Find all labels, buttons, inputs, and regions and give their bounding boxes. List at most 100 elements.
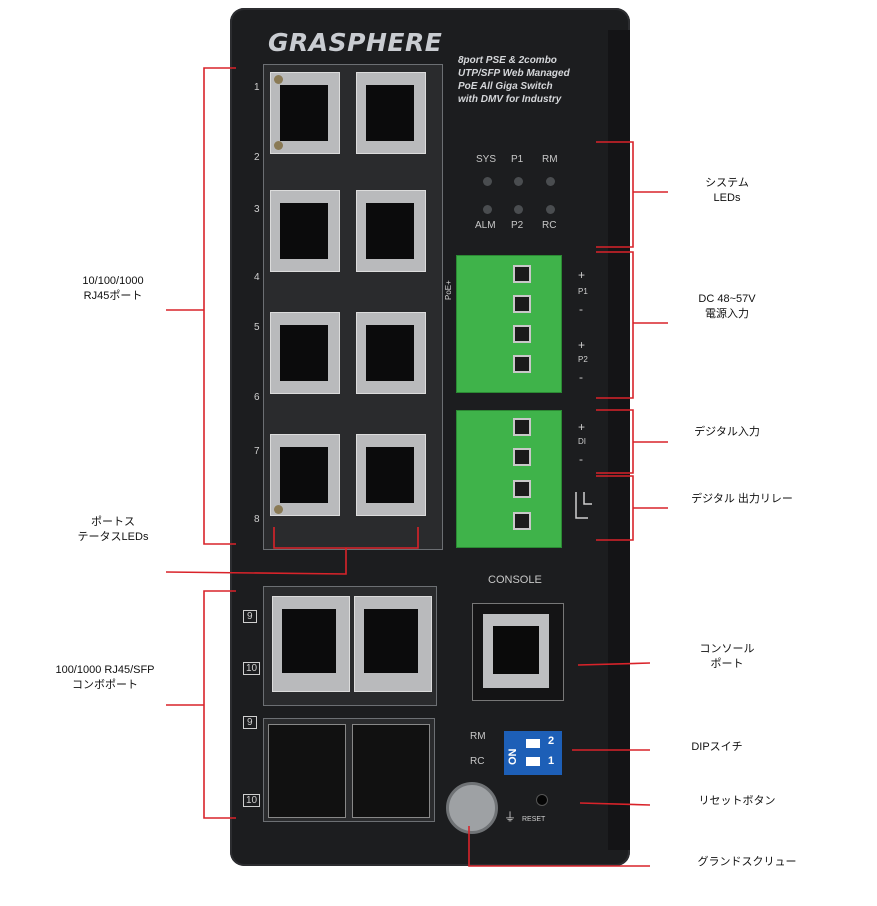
led-label-rc: RC (542, 220, 557, 231)
rm-led (546, 177, 555, 186)
ground-icon: ⏚ (504, 810, 517, 824)
terminal-screw (513, 325, 531, 343)
callout-reset-button: リセットボタン (698, 795, 776, 807)
callout-line-1: システム (705, 177, 749, 189)
ground-screw[interactable] (446, 782, 498, 834)
rj45-port-8[interactable] (356, 434, 426, 516)
led-label-sys: SYS (476, 154, 497, 165)
console-port[interactable] (472, 603, 564, 701)
rj45-port-7[interactable] (270, 434, 340, 516)
callout-line-2: ポート (710, 658, 744, 670)
reset-button[interactable] (536, 794, 548, 806)
dip-switch[interactable]: ON 2 1 (504, 731, 562, 775)
brand-logo: GRASPHERE (268, 28, 443, 57)
sfp-number-9: 9 (243, 716, 257, 729)
callout-line-2: テータスLEDs (77, 531, 149, 543)
dip-switch-2[interactable] (526, 757, 540, 766)
console-label: CONSOLE (488, 574, 542, 586)
sys-led (483, 177, 492, 186)
callout-rj45-ports: 10/100/1000 RJ45ポート (58, 274, 168, 304)
reset-label: RESET (522, 816, 546, 823)
sfp-number-10: 10 (243, 794, 261, 807)
di-minus: - (579, 452, 583, 466)
p2-plus: + (578, 338, 586, 352)
sfp-port-10[interactable] (352, 724, 430, 818)
di-plus: + (578, 420, 586, 434)
terminal-screw (513, 355, 531, 373)
callout-line-2: 電源入力 (705, 308, 749, 320)
rj45-port-6[interactable] (356, 312, 426, 394)
callout-dip-switch: DIPスイチ (691, 741, 743, 753)
model-line: PoE All Giga Switch (458, 81, 553, 92)
combo-rj45-port-9[interactable] (272, 596, 350, 692)
callout-line-1: 10/100/1000 (82, 275, 144, 287)
port-number-6: 6 (254, 392, 260, 403)
combo-rj45-port-10[interactable] (354, 596, 432, 692)
led-label-p2: P2 (511, 220, 524, 231)
port-number-5: 5 (254, 322, 260, 333)
callout-line-2: コンボポート (72, 679, 138, 691)
p1-plus: + (578, 268, 586, 282)
callout-line-1: ポートス (91, 516, 135, 528)
rc-led (546, 205, 555, 214)
terminal-screw (513, 480, 531, 498)
di-label: DI (578, 437, 586, 446)
model-line: UTP/SFP Web Managed (458, 68, 570, 79)
dip-num-2: 2 (548, 735, 555, 747)
rj45-port-5[interactable] (270, 312, 340, 394)
combo-number-9: 9 (243, 610, 257, 623)
terminal-screw (513, 448, 531, 466)
model-description: 8port PSE & 2combo UTP/SFP Web Managed P… (458, 54, 598, 106)
port-number-4: 4 (254, 272, 260, 283)
rj45-port-2[interactable] (356, 72, 426, 154)
callout-console-port: コンソール ポート (672, 642, 782, 672)
dip-label-rc: RC (470, 756, 485, 767)
callout-status-leds: ポートス テータスLEDs (58, 515, 168, 545)
p2-led (514, 205, 523, 214)
p1-label: P1 (578, 287, 588, 296)
callout-line-1: コンソール (699, 643, 755, 655)
terminal-screw (513, 512, 531, 530)
dip-switch-1[interactable] (526, 739, 540, 748)
power-terminal-block[interactable] (456, 255, 562, 393)
led-label-rm: RM (542, 154, 558, 165)
sfp-port-9[interactable] (268, 724, 346, 818)
rj45-port-1[interactable] (270, 72, 340, 154)
port-number-7: 7 (254, 446, 260, 457)
dip-num-1: 1 (548, 755, 555, 767)
callout-combo-ports: 100/1000 RJ45/SFP コンボポート (40, 663, 170, 693)
switch-side-edge (608, 30, 630, 850)
led-label-p1: P1 (511, 154, 524, 165)
callout-ground-screw: グランドスクリュー (697, 856, 797, 868)
led-label-alm: ALM (475, 220, 496, 231)
rj45-port-4[interactable] (356, 190, 426, 272)
port-number-1: 1 (254, 82, 260, 93)
callout-line-2: LEDs (713, 192, 741, 204)
model-line: 8port PSE & 2combo (458, 55, 557, 66)
port-number-2: 2 (254, 152, 260, 163)
p2-label: P2 (578, 355, 588, 364)
terminal-screw (513, 295, 531, 313)
alm-led (483, 205, 492, 214)
relay-icon (575, 492, 592, 519)
callout-dc-power: DC 48~57V 電源入力 (672, 292, 782, 322)
p1-minus: - (579, 302, 583, 316)
callout-line-1: DC 48~57V (698, 293, 756, 305)
callout-digital-relay: デジタル 出力リレー (691, 493, 793, 505)
callout-system-leds: システム LEDs (672, 176, 782, 206)
io-terminal-block[interactable] (456, 410, 562, 548)
port-number-8: 8 (254, 514, 260, 525)
model-line: with DMV for Industry (458, 94, 562, 105)
rj45-port-3[interactable] (270, 190, 340, 272)
combo-number-10: 10 (243, 662, 261, 675)
dip-label-rm: RM (470, 731, 486, 742)
terminal-screw (513, 265, 531, 283)
terminal-screw (513, 418, 531, 436)
port-number-3: 3 (254, 204, 260, 215)
callout-line-1: 100/1000 RJ45/SFP (55, 664, 155, 676)
callout-line-2: RJ45ポート (83, 290, 143, 302)
p1-led (514, 177, 523, 186)
p2-minus: - (579, 370, 583, 384)
callout-digital-input: デジタル入力 (694, 426, 760, 438)
